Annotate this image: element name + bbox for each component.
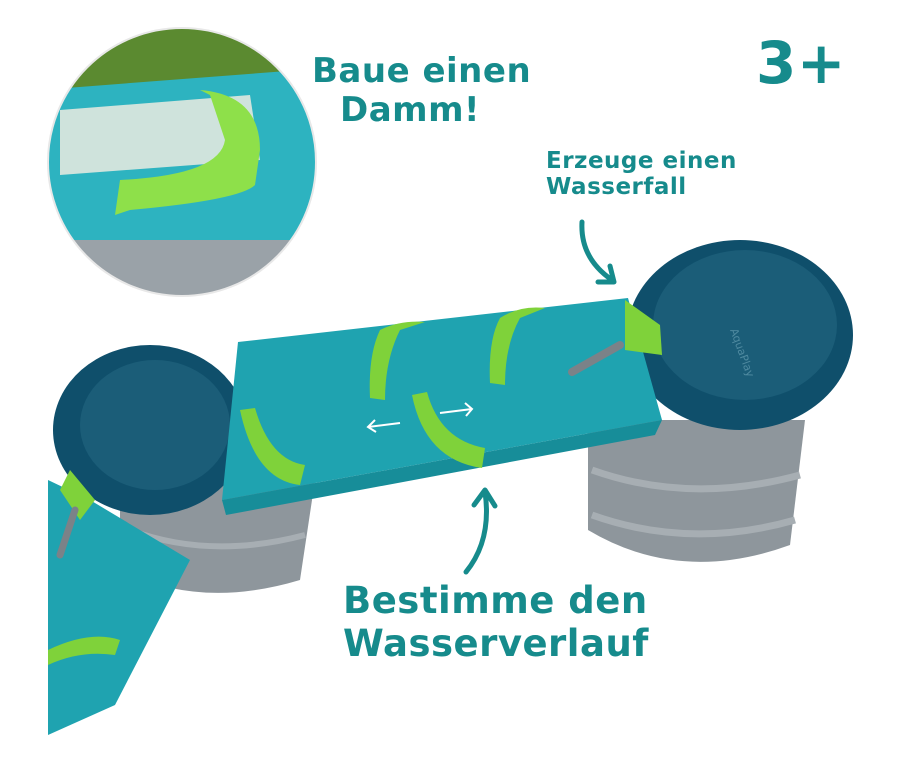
- water-course-label: Bestimme den Wasserverlauf: [343, 579, 649, 665]
- dam-label: Baue einen Damm!: [312, 51, 532, 131]
- dam-label-line1: Baue einen: [312, 51, 532, 91]
- slide-arrows-icon: [366, 402, 474, 433]
- left-chute: [48, 480, 190, 735]
- water-course-label-line1: Bestimme den: [343, 579, 648, 622]
- waterfall-arrow-icon: [579, 219, 617, 285]
- waterfall-label-line1: Erzeuge einen: [546, 148, 737, 174]
- age-badge: 3+: [756, 29, 846, 97]
- dam-label-line2: Damm!: [340, 90, 481, 131]
- water-course-label-line2: Wasserverlauf: [343, 621, 649, 665]
- dam-detail-inset: [48, 28, 316, 296]
- waterfall-label-line2: Wasserfall: [546, 174, 687, 201]
- right-bucket: AquaPlay: [588, 240, 853, 562]
- main-chute: [222, 298, 662, 515]
- waterfall-label: Erzeuge einen Wasserfall: [546, 148, 737, 201]
- water-course-arrow-icon: [463, 487, 498, 575]
